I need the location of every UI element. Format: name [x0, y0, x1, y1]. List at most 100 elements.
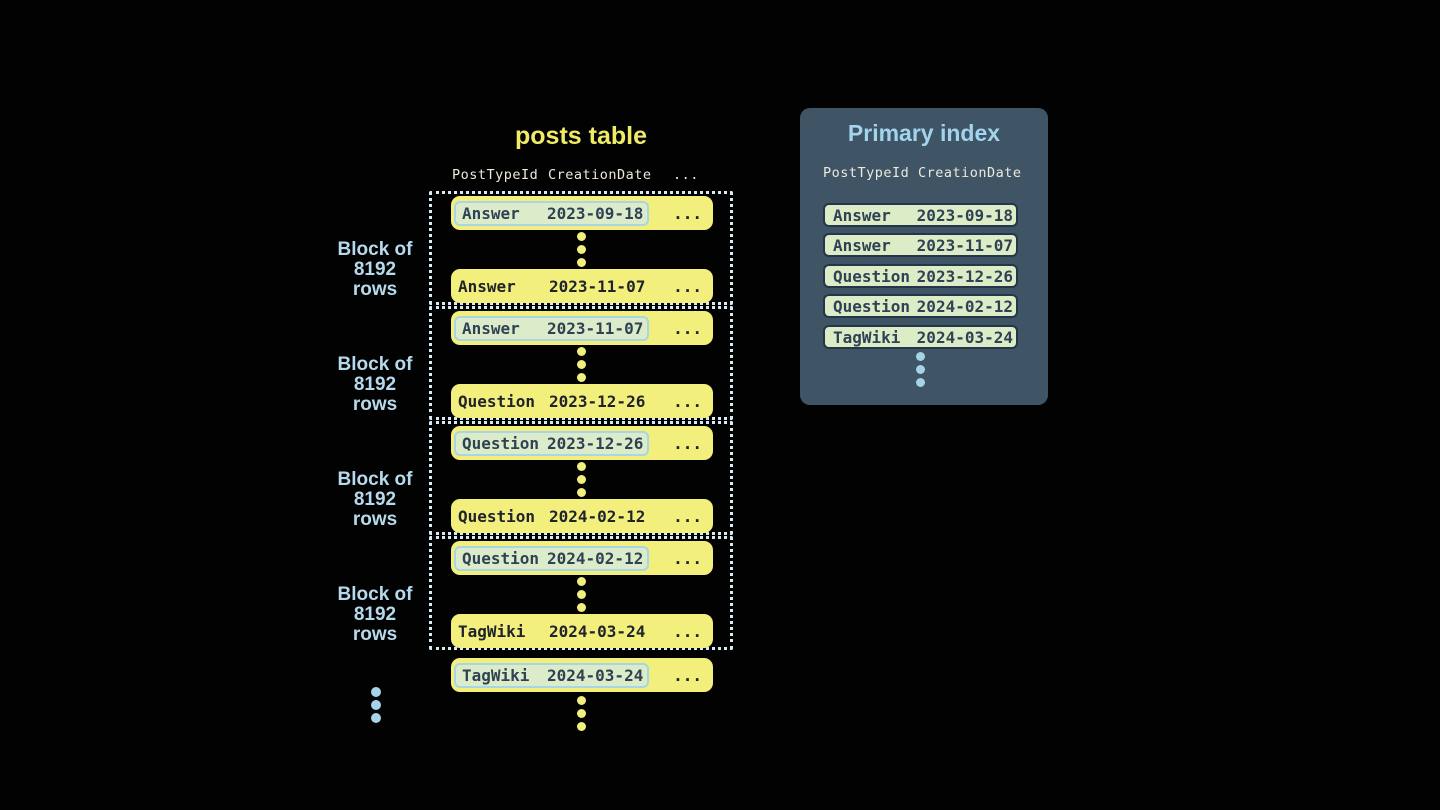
- row-posttypeid: Question: [462, 433, 540, 453]
- vertical-ellipsis-dot: [577, 488, 586, 497]
- table-row-block1-first: Answer 2023-09-18 ...: [451, 196, 713, 230]
- row-highlight: Answer 2023-11-07: [454, 315, 650, 341]
- index-header-posttypeid: PostTypeId: [823, 165, 910, 181]
- table-row-block4-last: TagWiki 2024-03-24 ...: [451, 614, 713, 648]
- row-creationdate: 2023-11-07: [547, 318, 644, 338]
- block-label-1: Block of 8192 rows: [330, 240, 420, 300]
- row-posttypeid: Question: [833, 266, 911, 286]
- block-label-line1: Block of: [337, 584, 413, 605]
- vertical-ellipsis-dot: [577, 258, 586, 267]
- row-posttypeid: Answer: [458, 276, 516, 296]
- block-label-line2: 8192 rows: [352, 259, 398, 300]
- vertical-ellipsis-dot: [577, 360, 586, 369]
- row-more-columns: ...: [673, 506, 702, 526]
- table-row-block4-first: Question 2024-02-12 ...: [451, 541, 713, 575]
- row-posttypeid: TagWiki: [833, 327, 901, 347]
- primary-index-title: Primary index: [847, 120, 1001, 146]
- vertical-ellipsis-dot: [577, 696, 586, 705]
- block-outline-1: [429, 191, 733, 305]
- table-row-block1-last: Answer 2023-11-07 ...: [451, 269, 713, 303]
- row-creationdate: 2023-12-26: [916, 266, 1013, 286]
- row-more-columns: ...: [673, 548, 702, 568]
- vertical-ellipsis-dot: [577, 373, 586, 382]
- block-label-line1: Block of: [337, 469, 413, 490]
- row-posttypeid: Answer: [833, 235, 891, 255]
- vertical-ellipsis-dot: [577, 722, 586, 731]
- row-posttypeid: Answer: [833, 205, 891, 225]
- row-posttypeid: Answer: [462, 203, 520, 223]
- block-outline-2: [429, 306, 733, 420]
- block-label-line1: Block of: [337, 239, 413, 260]
- table-row-block2-first: Answer 2023-11-07 ...: [451, 311, 713, 345]
- block-label-4: Block of 8192 rows: [330, 585, 420, 645]
- vertical-ellipsis-dot: [577, 603, 586, 612]
- posts-header-creationdate: CreationDate: [548, 167, 652, 183]
- vertical-ellipsis-dot: [577, 577, 586, 586]
- more-blocks-dot: [371, 713, 381, 723]
- row-posttypeid: Question: [833, 296, 911, 316]
- row-creationdate: 2024-03-24: [547, 665, 644, 685]
- row-more-columns: ...: [673, 433, 702, 453]
- row-posttypeid: Question: [458, 506, 536, 526]
- row-creationdate: 2024-03-24: [916, 327, 1013, 347]
- block-label-line2: 8192 rows: [352, 374, 398, 415]
- row-more-columns: ...: [673, 621, 702, 641]
- row-highlight: Question 2023-12-26: [454, 430, 650, 456]
- row-more-columns: ...: [673, 203, 702, 223]
- index-row: Question 2023-12-26: [823, 264, 1018, 288]
- row-creationdate: 2024-02-12: [916, 296, 1013, 316]
- row-creationdate: 2024-02-12: [547, 548, 644, 568]
- vertical-ellipsis-dot: [577, 590, 586, 599]
- block-label-line1: Block of: [337, 354, 413, 375]
- vertical-ellipsis-dot: [577, 709, 586, 718]
- row-creationdate: 2023-12-26: [549, 391, 646, 411]
- row-more-columns: ...: [673, 318, 702, 338]
- row-creationdate: 2023-11-07: [916, 235, 1013, 255]
- block-label-3: Block of 8192 rows: [330, 470, 420, 530]
- vertical-ellipsis-dot: [577, 462, 586, 471]
- index-row: TagWiki 2024-03-24: [823, 325, 1018, 349]
- index-row: Answer 2023-11-07: [823, 233, 1018, 257]
- block-label-2: Block of 8192 rows: [330, 355, 420, 415]
- row-creationdate: 2023-11-07: [549, 276, 646, 296]
- vertical-ellipsis-dot: [916, 378, 925, 387]
- index-row: Answer 2023-09-18: [823, 203, 1018, 227]
- row-highlight: Answer 2023-09-18: [454, 200, 650, 226]
- row-more-columns: ...: [673, 391, 702, 411]
- row-highlight: Question 2024-02-12: [454, 545, 650, 571]
- index-header-creationdate: CreationDate: [918, 165, 1022, 181]
- block-label-line2: 8192 rows: [352, 604, 398, 645]
- more-blocks-dot: [371, 687, 381, 697]
- posts-header-posttypeid: PostTypeId: [452, 167, 539, 183]
- row-posttypeid: Question: [462, 548, 540, 568]
- posts-header-more-columns: ...: [673, 167, 699, 183]
- block-label-line2: 8192 rows: [352, 489, 398, 530]
- more-blocks-dot: [371, 700, 381, 710]
- table-row-overflow: TagWiki 2024-03-24 ...: [451, 658, 713, 692]
- row-creationdate: 2024-02-12: [549, 506, 646, 526]
- row-creationdate: 2023-12-26: [547, 433, 644, 453]
- row-creationdate: 2023-09-18: [547, 203, 644, 223]
- vertical-ellipsis-dot: [577, 347, 586, 356]
- row-highlight: TagWiki 2024-03-24: [454, 662, 650, 688]
- row-more-columns: ...: [673, 276, 702, 296]
- block-outline-3: [429, 421, 733, 535]
- block-outline-4: [429, 536, 733, 650]
- table-row-block3-first: Question 2023-12-26 ...: [451, 426, 713, 460]
- vertical-ellipsis-dot: [577, 475, 586, 484]
- row-posttypeid: TagWiki: [458, 621, 526, 641]
- row-posttypeid: TagWiki: [462, 665, 530, 685]
- index-row: Question 2024-02-12: [823, 294, 1018, 318]
- posts-table-title: posts table: [515, 122, 647, 150]
- primary-index-panel: Primary index PostTypeId CreationDate An…: [800, 108, 1048, 405]
- row-more-columns: ...: [673, 665, 702, 685]
- row-creationdate: 2023-09-18: [916, 205, 1013, 225]
- row-posttypeid: Answer: [462, 318, 520, 338]
- vertical-ellipsis-dot: [577, 245, 586, 254]
- vertical-ellipsis-dot: [577, 232, 586, 241]
- table-row-block3-last: Question 2024-02-12 ...: [451, 499, 713, 533]
- vertical-ellipsis-dot: [916, 352, 925, 361]
- row-posttypeid: Question: [458, 391, 536, 411]
- table-row-block2-last: Question 2023-12-26 ...: [451, 384, 713, 418]
